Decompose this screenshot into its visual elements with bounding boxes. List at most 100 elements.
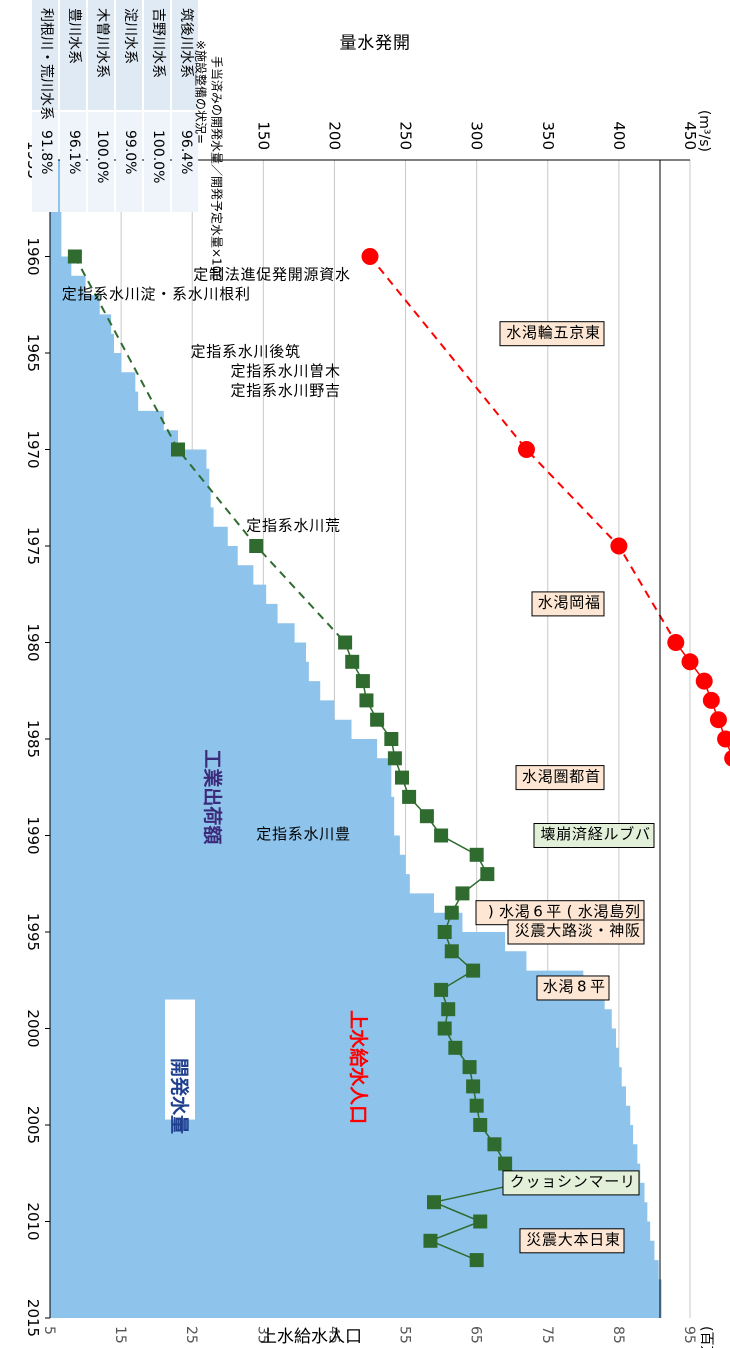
population-tick-label: 15 xyxy=(112,1326,128,1344)
law-annotation-char: 川 xyxy=(203,285,218,303)
law-annotation-char: 定 xyxy=(246,516,261,534)
event-label-char: 渇 xyxy=(522,323,537,341)
event-label-char: ョ xyxy=(541,1173,556,1191)
event-label-char: 岡 xyxy=(569,594,584,612)
law-annotation-char: 後 xyxy=(269,343,284,361)
event-label-char: 渇 xyxy=(558,978,573,996)
event-label-char: 圏 xyxy=(553,767,568,785)
law-annotation-char: ・ xyxy=(156,285,171,303)
shipment-point xyxy=(359,693,374,708)
table-value-cell xyxy=(144,112,170,212)
table-value-cell xyxy=(32,112,58,212)
event-label-char: 水 xyxy=(543,978,558,996)
event-label-char: 京 xyxy=(569,323,584,341)
population-point xyxy=(702,691,720,709)
shipment-point xyxy=(455,886,470,901)
law-annotation-char: 指 xyxy=(77,285,92,303)
shipment-point xyxy=(444,905,459,920)
law-annotation-char: 川 xyxy=(309,516,324,534)
shipment-point xyxy=(473,1214,488,1229)
population-point xyxy=(717,730,730,748)
series-layer xyxy=(67,248,730,1268)
shipment-point xyxy=(462,1060,477,1075)
law-annotation-char: 系 xyxy=(262,362,277,380)
population-tick-label: 25 xyxy=(183,1326,199,1344)
shipment-point xyxy=(441,1002,456,1017)
event-label-char: 水 xyxy=(506,323,521,341)
shipment-point xyxy=(469,847,484,862)
development-axis-label-char: 発 xyxy=(375,34,392,54)
law-annotation-char: 指 xyxy=(246,362,261,380)
table-value-cell xyxy=(60,112,86,212)
law-annotation-char: 定 xyxy=(230,362,245,380)
shipment-point xyxy=(437,925,452,939)
law-annotation-char: 水 xyxy=(303,825,318,843)
event-label-char: 神 xyxy=(609,922,624,940)
population-dashed-line xyxy=(369,255,677,644)
shipment-point xyxy=(387,751,402,766)
law-annotation-char: 水 xyxy=(278,381,293,399)
event-label-char: 東 xyxy=(605,1231,620,1249)
law-annotation-char: 荒 xyxy=(325,516,340,534)
event-box xyxy=(499,321,605,347)
event-label-char: シ xyxy=(557,1173,572,1191)
table-rate-value: 96.4% xyxy=(178,130,194,174)
event-label-char: 五 xyxy=(553,323,568,341)
population-axis-label: 上水給水人口 xyxy=(260,1327,362,1347)
law-annotation-char: 進 xyxy=(240,266,255,284)
law-annotation-char: 定 xyxy=(62,285,77,303)
law-annotation-char: 定 xyxy=(256,825,271,843)
event-label-char: 大 xyxy=(546,922,561,940)
table-system-name: 筑後川水系 xyxy=(178,8,194,78)
shipment-dashed-line xyxy=(74,256,346,644)
law-annotation-char: 水 xyxy=(335,266,350,284)
event-label-char: 災 xyxy=(526,1231,541,1249)
law-annotation-char: 水 xyxy=(293,516,308,534)
law-annotation-char: 川 xyxy=(125,285,140,303)
event-label-char: 本 xyxy=(573,1231,588,1249)
shipment-point xyxy=(473,1118,488,1132)
event-label-char: 日 xyxy=(589,1231,604,1249)
table-system-name: 利根川・荒川水系 xyxy=(38,8,54,120)
population-tick-label: 55 xyxy=(397,1326,413,1344)
event-box xyxy=(507,919,645,945)
table-value-cell xyxy=(88,112,114,212)
shipment-point xyxy=(370,712,385,727)
population-tick-label: 95 xyxy=(681,1326,697,1344)
shipment-point xyxy=(249,539,264,553)
shipment-point xyxy=(402,789,417,804)
development-axis-label-char: 水 xyxy=(357,34,374,54)
event-label-char: 渇 xyxy=(553,594,568,612)
rotated-chart: 1955196019651970197519801985199019952000… xyxy=(24,34,730,1348)
shipment-point xyxy=(466,1079,481,1094)
annotations-layer: 開発水量上水給水人口工業出荷額水資源開発促進法制定利根川水系・淀川水系指定筑後川… xyxy=(62,266,655,1254)
law-annotation-char: 川 xyxy=(293,381,308,399)
development-tick-label: 150 xyxy=(254,121,272,150)
event-box xyxy=(515,765,605,791)
development-tick-label: 450 xyxy=(681,121,699,150)
event-label-char: バ xyxy=(635,825,650,843)
table-value-cell xyxy=(172,112,198,212)
law-annotation-char: 利 xyxy=(235,285,250,303)
axes-layer: 1955196019651970197519801985199019952000… xyxy=(24,34,714,1348)
shipment-point xyxy=(466,963,481,978)
event-label-char: 東 xyxy=(585,323,600,341)
population-tick-label: 85 xyxy=(610,1326,626,1344)
event-label-char: ー xyxy=(604,1173,619,1191)
law-annotation-char: 木 xyxy=(325,362,340,380)
shipment-point xyxy=(423,1233,438,1248)
event-box xyxy=(536,975,610,1001)
development-label-bg xyxy=(165,999,195,1120)
event-box xyxy=(531,591,605,617)
event-box xyxy=(533,823,655,848)
x-tick-label: 1975 xyxy=(24,527,42,565)
event-label-char: 震 xyxy=(542,1231,557,1249)
event-label-char: ) xyxy=(488,902,494,920)
